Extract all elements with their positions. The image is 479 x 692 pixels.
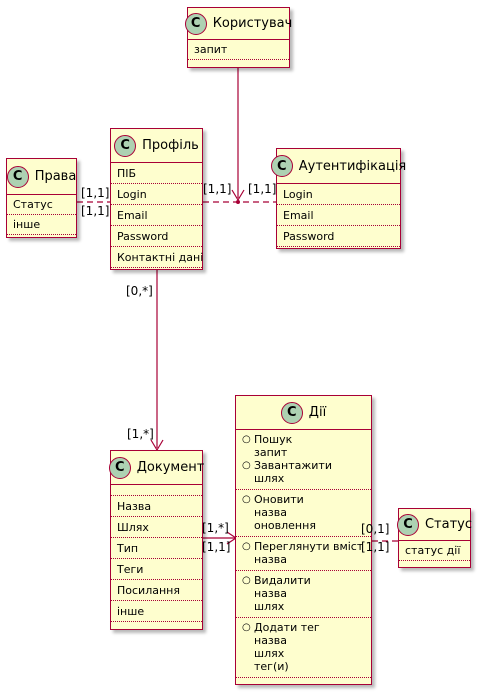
method-name: Додати тег (254, 621, 320, 634)
class-badge-icon: C (396, 513, 419, 536)
class-header: C Профіль (111, 129, 202, 163)
class-badge-icon: C (270, 155, 293, 177)
method-param: тег(и) (254, 660, 289, 673)
method-name: Оновити (254, 493, 304, 506)
multiplicity-label: [1,*] (127, 427, 154, 441)
field: інше (111, 601, 202, 622)
field: Контактні дані (111, 247, 203, 268)
multiplicity-label: [1,*] (202, 521, 229, 535)
class-name: Статус (424, 517, 473, 532)
field: Статус (7, 195, 76, 215)
public-method-icon: ○ (242, 622, 251, 633)
class-header: C Користувач (184, 8, 292, 40)
field: Шлях (111, 517, 202, 538)
field: Посилання (111, 580, 202, 601)
field: Тип (111, 538, 202, 559)
class-dokument[interactable]: C Документ Назва Шлях Тип Теги Посилання… (108, 450, 205, 630)
public-method-icon: ○ (242, 460, 251, 471)
class-badge-icon: C (280, 401, 303, 424)
field: Назва (111, 496, 202, 517)
method-param: шлях (254, 600, 285, 613)
multiplicity-label: [1,1] (202, 540, 231, 554)
class-badge-icon: C (184, 12, 207, 35)
class-badge-icon: C (114, 134, 137, 157)
field: Email (111, 205, 202, 226)
class-header: C Документ (108, 451, 205, 485)
field: інше (7, 215, 76, 235)
method-group: ○Оновити назва оновлення (236, 490, 371, 537)
method-group: ○Видалити назва шлях (236, 571, 371, 618)
multiplicity-label: [1,1] (203, 182, 232, 196)
multiplicity-label: [1,1] (248, 182, 277, 196)
public-method-icon: ○ (242, 494, 251, 505)
method-name: Переглянути вміст (254, 540, 364, 553)
association-point (236, 200, 240, 204)
class-header: C Статус (396, 509, 473, 541)
field: ПІБ (111, 163, 202, 184)
method-param: назва (254, 634, 288, 647)
method-param: назва (254, 506, 288, 519)
method-param: шлях (254, 647, 285, 660)
class-name: Дії (308, 405, 327, 420)
class-profil[interactable]: C Профіль ПІБ Login Email Password Конта… (110, 128, 203, 270)
field: Password (277, 226, 400, 247)
method-group: ○Пошук запит ○Завантажити шлях (236, 430, 371, 490)
method-param: назва (254, 553, 288, 566)
method-param: назва (254, 587, 288, 600)
field: Теги (111, 559, 202, 580)
class-badge-icon: C (6, 165, 29, 188)
public-method-icon: ○ (242, 575, 251, 586)
class-prava[interactable]: C Права Статус інше (6, 158, 77, 238)
empty-field-section (111, 485, 202, 496)
class-name: Документ (136, 460, 205, 475)
method-group: ○Додати тег назва шлях тег(и) (236, 618, 371, 678)
class-autentyfikatsiia[interactable]: C Аутентифікація Login Email Password (270, 148, 406, 249)
public-method-icon: ○ (242, 434, 251, 445)
multiplicity-label: [1,1] (81, 204, 110, 218)
field: Login (277, 184, 400, 205)
class-name: Права (34, 169, 77, 184)
multiplicity-label: [0,*] (126, 284, 153, 298)
method-name: Пошук (254, 433, 293, 446)
class-badge-icon: C (108, 456, 131, 479)
public-method-icon: ○ (242, 541, 251, 552)
class-status[interactable]: C Статус статус дії (396, 508, 473, 568)
method-group: ○Переглянути вміст назва (236, 537, 371, 571)
field: статус дії (399, 541, 470, 561)
class-korystuvach[interactable]: C Користувач запит (184, 7, 292, 68)
class-name: Профіль (142, 138, 199, 153)
class-header: C Аутентифікація (270, 149, 406, 184)
method-name: Видалити (254, 574, 311, 587)
class-dii[interactable]: C Дії ○Пошук запит ○Завантажити шлях ○Он… (235, 395, 372, 685)
field: Email (277, 205, 400, 226)
field: запит (188, 40, 289, 60)
method-param: шлях (254, 472, 285, 485)
multiplicity-label: [1,1] (361, 540, 390, 554)
field: Login (111, 184, 202, 205)
multiplicity-label: [1,1] (81, 186, 110, 200)
method-param: запит (254, 446, 288, 459)
multiplicity-label: [0,1] (361, 522, 390, 536)
method-param: оновлення (254, 519, 316, 532)
class-name: Користувач (212, 16, 293, 31)
class-name: Аутентифікація (298, 158, 407, 174)
field: Password (111, 226, 202, 247)
method-name: Завантажити (254, 459, 332, 472)
class-header: C Права (6, 159, 77, 195)
class-header: C Дії (236, 396, 371, 430)
